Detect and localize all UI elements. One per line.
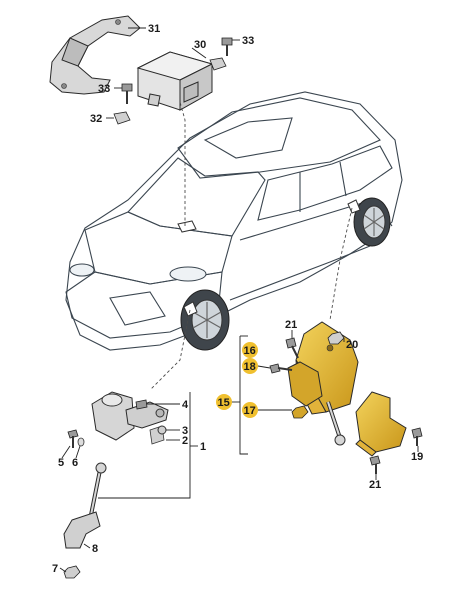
callout-30: 30 — [194, 39, 206, 51]
callout-33-left: 33 — [98, 83, 110, 95]
callout-2: 2 — [182, 435, 188, 447]
callout-21-top: 21 — [285, 319, 297, 331]
front-level-sensor-group — [63, 391, 191, 579]
nut-3 — [157, 425, 167, 435]
nut-17 — [291, 405, 309, 419]
callout-33-top: 33 — [242, 35, 254, 47]
screw-21-top — [285, 337, 299, 359]
callout-31: 31 — [148, 23, 160, 35]
washer-6 — [77, 437, 85, 447]
callout-4: 4 — [182, 399, 189, 411]
callout-6: 6 — [72, 457, 78, 469]
location-lines — [149, 101, 353, 391]
rod-bracket — [63, 511, 101, 549]
callout-1: 1 — [200, 441, 206, 453]
bonnet — [84, 211, 233, 285]
screw-19 — [411, 427, 423, 446]
car-roof — [177, 97, 381, 179]
sensor-lever — [125, 401, 169, 429]
callout-16-badge: 16 — [242, 342, 258, 358]
screw-21-bottom — [369, 455, 381, 474]
car-illustration — [65, 91, 403, 351]
nut-32 — [113, 111, 131, 125]
callout-15-badge: 15 — [216, 394, 232, 410]
nut-7 — [63, 565, 81, 579]
callout-17-badge: 17 — [242, 402, 258, 418]
side-windows — [257, 145, 393, 221]
sensor-housing — [91, 391, 135, 441]
screw-4 — [135, 399, 148, 410]
callout-32: 32 — [90, 113, 102, 125]
nut-20 — [327, 331, 345, 345]
sensor-15 — [287, 361, 323, 407]
grille — [109, 291, 166, 326]
sunroof — [203, 117, 293, 159]
front-wheel — [180, 289, 230, 351]
callout-5: 5 — [58, 457, 64, 469]
callout-19: 19 — [411, 451, 423, 463]
rear-sensor-marker — [347, 199, 361, 214]
callout-18: 18 — [244, 361, 256, 373]
screw-33-top — [221, 37, 233, 56]
callout-20: 20 — [346, 339, 358, 351]
callout-21-bottom: 21 — [369, 479, 381, 491]
control-unit-group — [49, 15, 233, 125]
nut-top — [209, 57, 227, 71]
callout-3: 3 — [182, 425, 188, 437]
callout-17: 17 — [244, 405, 256, 417]
front-sensor-marker — [183, 301, 198, 317]
callout-7: 7 — [52, 563, 58, 575]
headlight-right — [169, 266, 207, 282]
callout-15: 15 — [218, 397, 230, 409]
windscreen — [127, 157, 266, 237]
rear-wheel — [353, 197, 391, 247]
control-unit-marker — [177, 220, 197, 233]
car-body — [65, 91, 403, 351]
screw-5 — [67, 429, 79, 448]
callout-18-badge: 18 — [242, 358, 258, 374]
screw-18 — [269, 363, 293, 374]
callout-8: 8 — [92, 543, 98, 555]
rear-level-sensor-group — [239, 321, 423, 474]
callout-labels: 31 30 33 33 32 4 3 2 1 5 6 8 7 21 20 19 … — [52, 23, 423, 575]
leader-lines — [59, 27, 419, 573]
callout-16: 16 — [244, 345, 256, 357]
screw-33-left — [121, 83, 133, 104]
headlight-left — [69, 263, 95, 277]
